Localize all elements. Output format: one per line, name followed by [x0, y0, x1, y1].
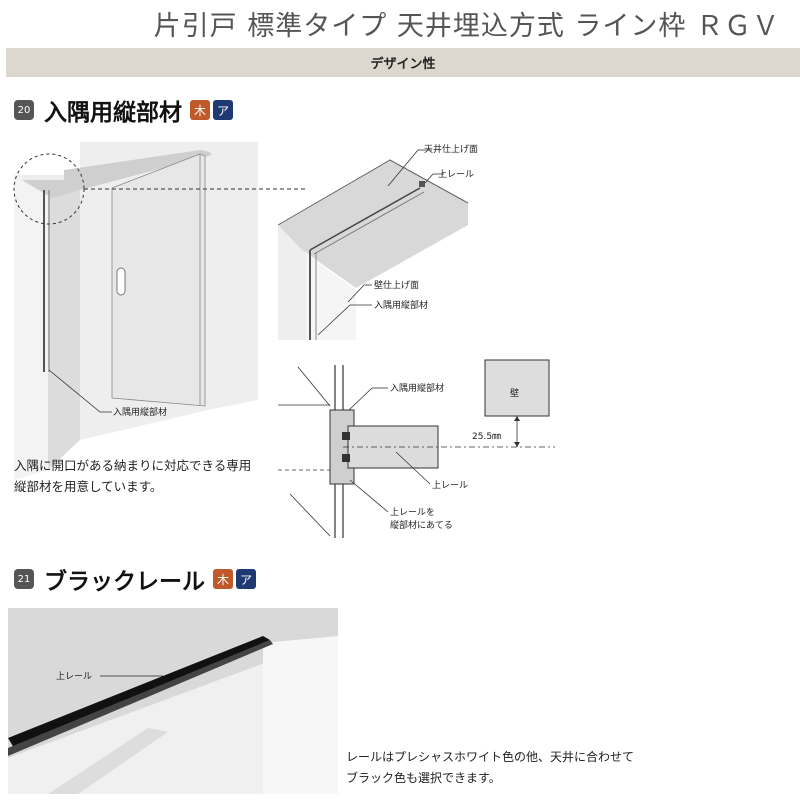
description-line: 縦部材を用意しています。 [14, 479, 163, 494]
section-21-heading: 21 ブラックレール 木 ア [14, 565, 259, 595]
label-corner-vertical: 入隅用縦部材 [374, 299, 428, 311]
category-label: デザイン性 [370, 57, 436, 72]
section-number: 21 [14, 569, 34, 589]
label-rail-note-1: 上レールを [390, 507, 435, 518]
page-title: 片引戸 標準タイプ 天井埋込方式 ライン枠 ＲＧＶ [153, 11, 780, 42]
plan-section-detail [278, 359, 555, 538]
section-20-heading: 20 入隅用縦部材 木 ア [14, 96, 236, 126]
label-dimension: 25.5㎜ [472, 432, 501, 442]
wood-badge: 木 [190, 100, 210, 120]
description-line: レールはプレシャスホワイト色の他、天井に合わせて [346, 750, 635, 764]
photo-label-upper-rail: 上レール [56, 671, 92, 682]
room-illustration [13, 142, 305, 480]
category-band: デザイン性 [6, 48, 800, 77]
a-badge: ア [236, 569, 256, 589]
section-number: 20 [14, 100, 34, 120]
section-20-description: 入隅に開口がある納まりに対応できる専用 縦部材を用意しています。 [14, 455, 251, 497]
description-line: ブラック色も選択できます。 [346, 771, 501, 785]
label-upper-rail: 上レール [438, 169, 474, 180]
label-ceiling-finish: 天井仕上げ面 [424, 143, 478, 155]
wood-badge: 木 [213, 569, 233, 589]
label-wall: 壁 [510, 387, 519, 399]
black-rail-illustration: 上レール [8, 608, 338, 794]
label-wall-finish: 壁仕上げ面 [374, 279, 419, 291]
corner-detail [277, 159, 469, 340]
section-21-description: レールはプレシャスホワイト色の他、天井に合わせて ブラック色も選択できます。 [346, 747, 634, 789]
label-plan-vertical: 入隅用縦部材 [390, 382, 444, 394]
label-rail-note-2: 縦部材にあてる [390, 519, 453, 531]
section-20-drawing: 入隅用縦部材 天井仕上げ面 上レール 壁仕上げ面 入隅用縦部材 [13, 142, 555, 538]
a-badge: ア [213, 100, 233, 120]
description-line: 入隅に開口がある納まりに対応できる専用 [14, 458, 252, 473]
section-title: 入隅用縦部材 [44, 100, 182, 126]
black-rail-photo: 上レール [8, 608, 338, 794]
label-plan-rail: 上レール [432, 480, 468, 491]
section-title: ブラックレール [44, 569, 205, 595]
label-left-vertical: 入隅用縦部材 [113, 406, 167, 418]
